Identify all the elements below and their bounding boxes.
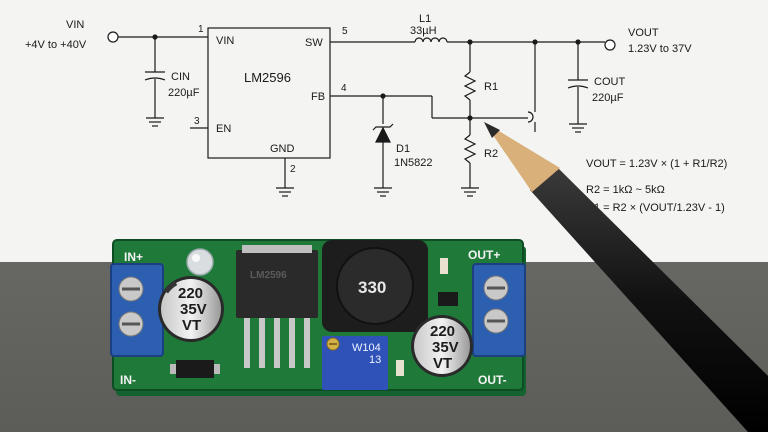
pin-label-sw: SW — [305, 37, 323, 49]
buck-converter-board: 220 35V VT LM2596 330 W104 13 — [110, 239, 526, 396]
label-in-minus: IN- — [120, 373, 136, 387]
formula-r1: R1 = R2 × (VOUT/1.23V - 1) — [586, 202, 725, 214]
inductor-value: 33µH — [410, 25, 437, 37]
pin-num-sw: 5 — [342, 26, 348, 37]
regulator-ic — [236, 245, 318, 368]
inductor-marking: 330 — [358, 278, 386, 297]
ic-box — [207, 27, 331, 159]
vout-range: 1.23V to 37V — [628, 43, 692, 55]
label-out-plus: OUT+ — [468, 248, 500, 262]
r1-symbol — [463, 71, 477, 101]
cin-value: 220µF — [168, 87, 200, 99]
r2-name: R2 — [484, 148, 498, 160]
power-inductor — [322, 240, 428, 332]
vin-label: VIN — [66, 19, 84, 31]
r2-symbol — [463, 134, 477, 164]
inductor-l1-symbol — [414, 37, 448, 43]
label-in-plus: IN+ — [124, 250, 143, 264]
input-terminal-block — [110, 263, 164, 357]
pencil-icon — [484, 122, 768, 432]
r1-name: R1 — [484, 81, 498, 93]
smd-transistor — [438, 292, 458, 306]
pin-label-en: EN — [216, 123, 231, 135]
vin-range: +4V to +40V — [25, 39, 87, 51]
pin-label-fb: FB — [311, 91, 325, 103]
trim-potentiometer[interactable] — [322, 336, 388, 390]
formula-r2: R2 = 1kΩ ~ 5kΩ — [586, 184, 665, 196]
input-capacitor — [158, 276, 224, 342]
power-led — [186, 248, 214, 276]
inductor-name: L1 — [419, 13, 431, 25]
cout-name: COUT — [594, 76, 625, 88]
cap-right-value: 220 — [430, 323, 455, 340]
cap-left-voltage: 35V — [180, 301, 207, 318]
cap-right-voltage: 35V — [432, 339, 459, 356]
diode-part: 1N5822 — [394, 157, 433, 169]
pot-marking-1: W104 — [352, 342, 381, 354]
cin-name: CIN — [171, 71, 190, 83]
pin-num-fb: 4 — [341, 83, 347, 94]
output-terminal-block — [472, 263, 526, 357]
output-capacitor — [411, 315, 473, 377]
diode-name: D1 — [396, 143, 410, 155]
pin-label-gnd: GND — [270, 143, 295, 155]
pencil-lead — [484, 122, 500, 138]
ic-marking: LM2596 — [250, 270, 287, 281]
pin-num-vin: 1 — [198, 24, 204, 35]
smd-diode — [176, 360, 214, 378]
cap-right-series: VT — [433, 355, 452, 372]
pin-label-vin: VIN — [216, 35, 234, 47]
pencil-body — [530, 168, 768, 432]
vout-terminal — [604, 39, 616, 51]
ic-name: LM2596 — [244, 70, 291, 85]
cap-left-value: 220 — [178, 285, 203, 302]
vin-terminal — [107, 31, 119, 43]
cap-left-series: VT — [182, 317, 201, 334]
pencil-wood — [484, 122, 560, 192]
pin-num-en: 3 — [194, 116, 200, 127]
formula-vout: VOUT = 1.23V × (1 + R1/R2) — [586, 158, 727, 170]
pin-num-gnd: 2 — [290, 164, 296, 175]
vout-label: VOUT — [628, 27, 659, 39]
label-out-minus: OUT- — [478, 373, 507, 387]
pot-marking-2: 13 — [369, 354, 381, 366]
schematic — [107, 27, 616, 197]
cout-value: 220µF — [592, 92, 624, 104]
